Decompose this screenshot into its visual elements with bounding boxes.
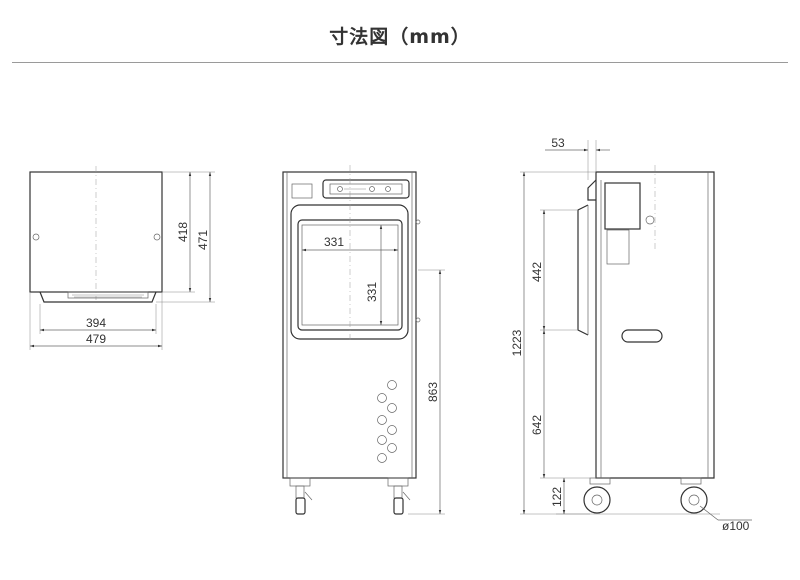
- dim-depth-outer: 471: [196, 230, 210, 250]
- dim-side-lower: 642: [530, 415, 544, 435]
- dim-width-outer: 479: [86, 332, 106, 346]
- top-hinge-right: [153, 233, 161, 241]
- dim-window-width: 331: [324, 235, 344, 249]
- dim-side-offset: 53: [551, 136, 565, 150]
- dim-width-inner: 394: [86, 316, 106, 330]
- motor-housing: [604, 182, 641, 230]
- dim-total-height: 1223: [510, 329, 524, 356]
- front-view-body: [282, 171, 417, 479]
- title-divider: [12, 62, 788, 63]
- top-hinge-left: [32, 233, 40, 241]
- side-casters: [556, 477, 720, 515]
- top-view-tray: [39, 291, 157, 303]
- vent-holes: [377, 380, 397, 463]
- dim-side-base: 122: [550, 487, 564, 507]
- dim-wheel-diameter: ø100: [722, 519, 750, 533]
- dim-side-upper: 442: [530, 262, 544, 282]
- control-panel: [322, 179, 410, 199]
- dim-depth-inner: 418: [176, 222, 190, 242]
- page-title: 寸法図（mm）: [329, 26, 471, 48]
- side-control-bump: [587, 179, 597, 201]
- dim-front-height: 863: [426, 382, 440, 402]
- dim-window-height: 331: [365, 282, 379, 302]
- front-view: 331 331 86: [282, 165, 445, 515]
- front-badge: [291, 183, 313, 199]
- side-view-body: [595, 171, 715, 479]
- door-frame: [290, 204, 409, 340]
- side-door: [577, 204, 589, 336]
- side-view: 53 1223 442 642 122 ø100: [510, 136, 752, 533]
- top-view: 418 471 394 479: [29, 166, 215, 350]
- side-handle: [621, 329, 663, 343]
- front-casters: [289, 477, 411, 515]
